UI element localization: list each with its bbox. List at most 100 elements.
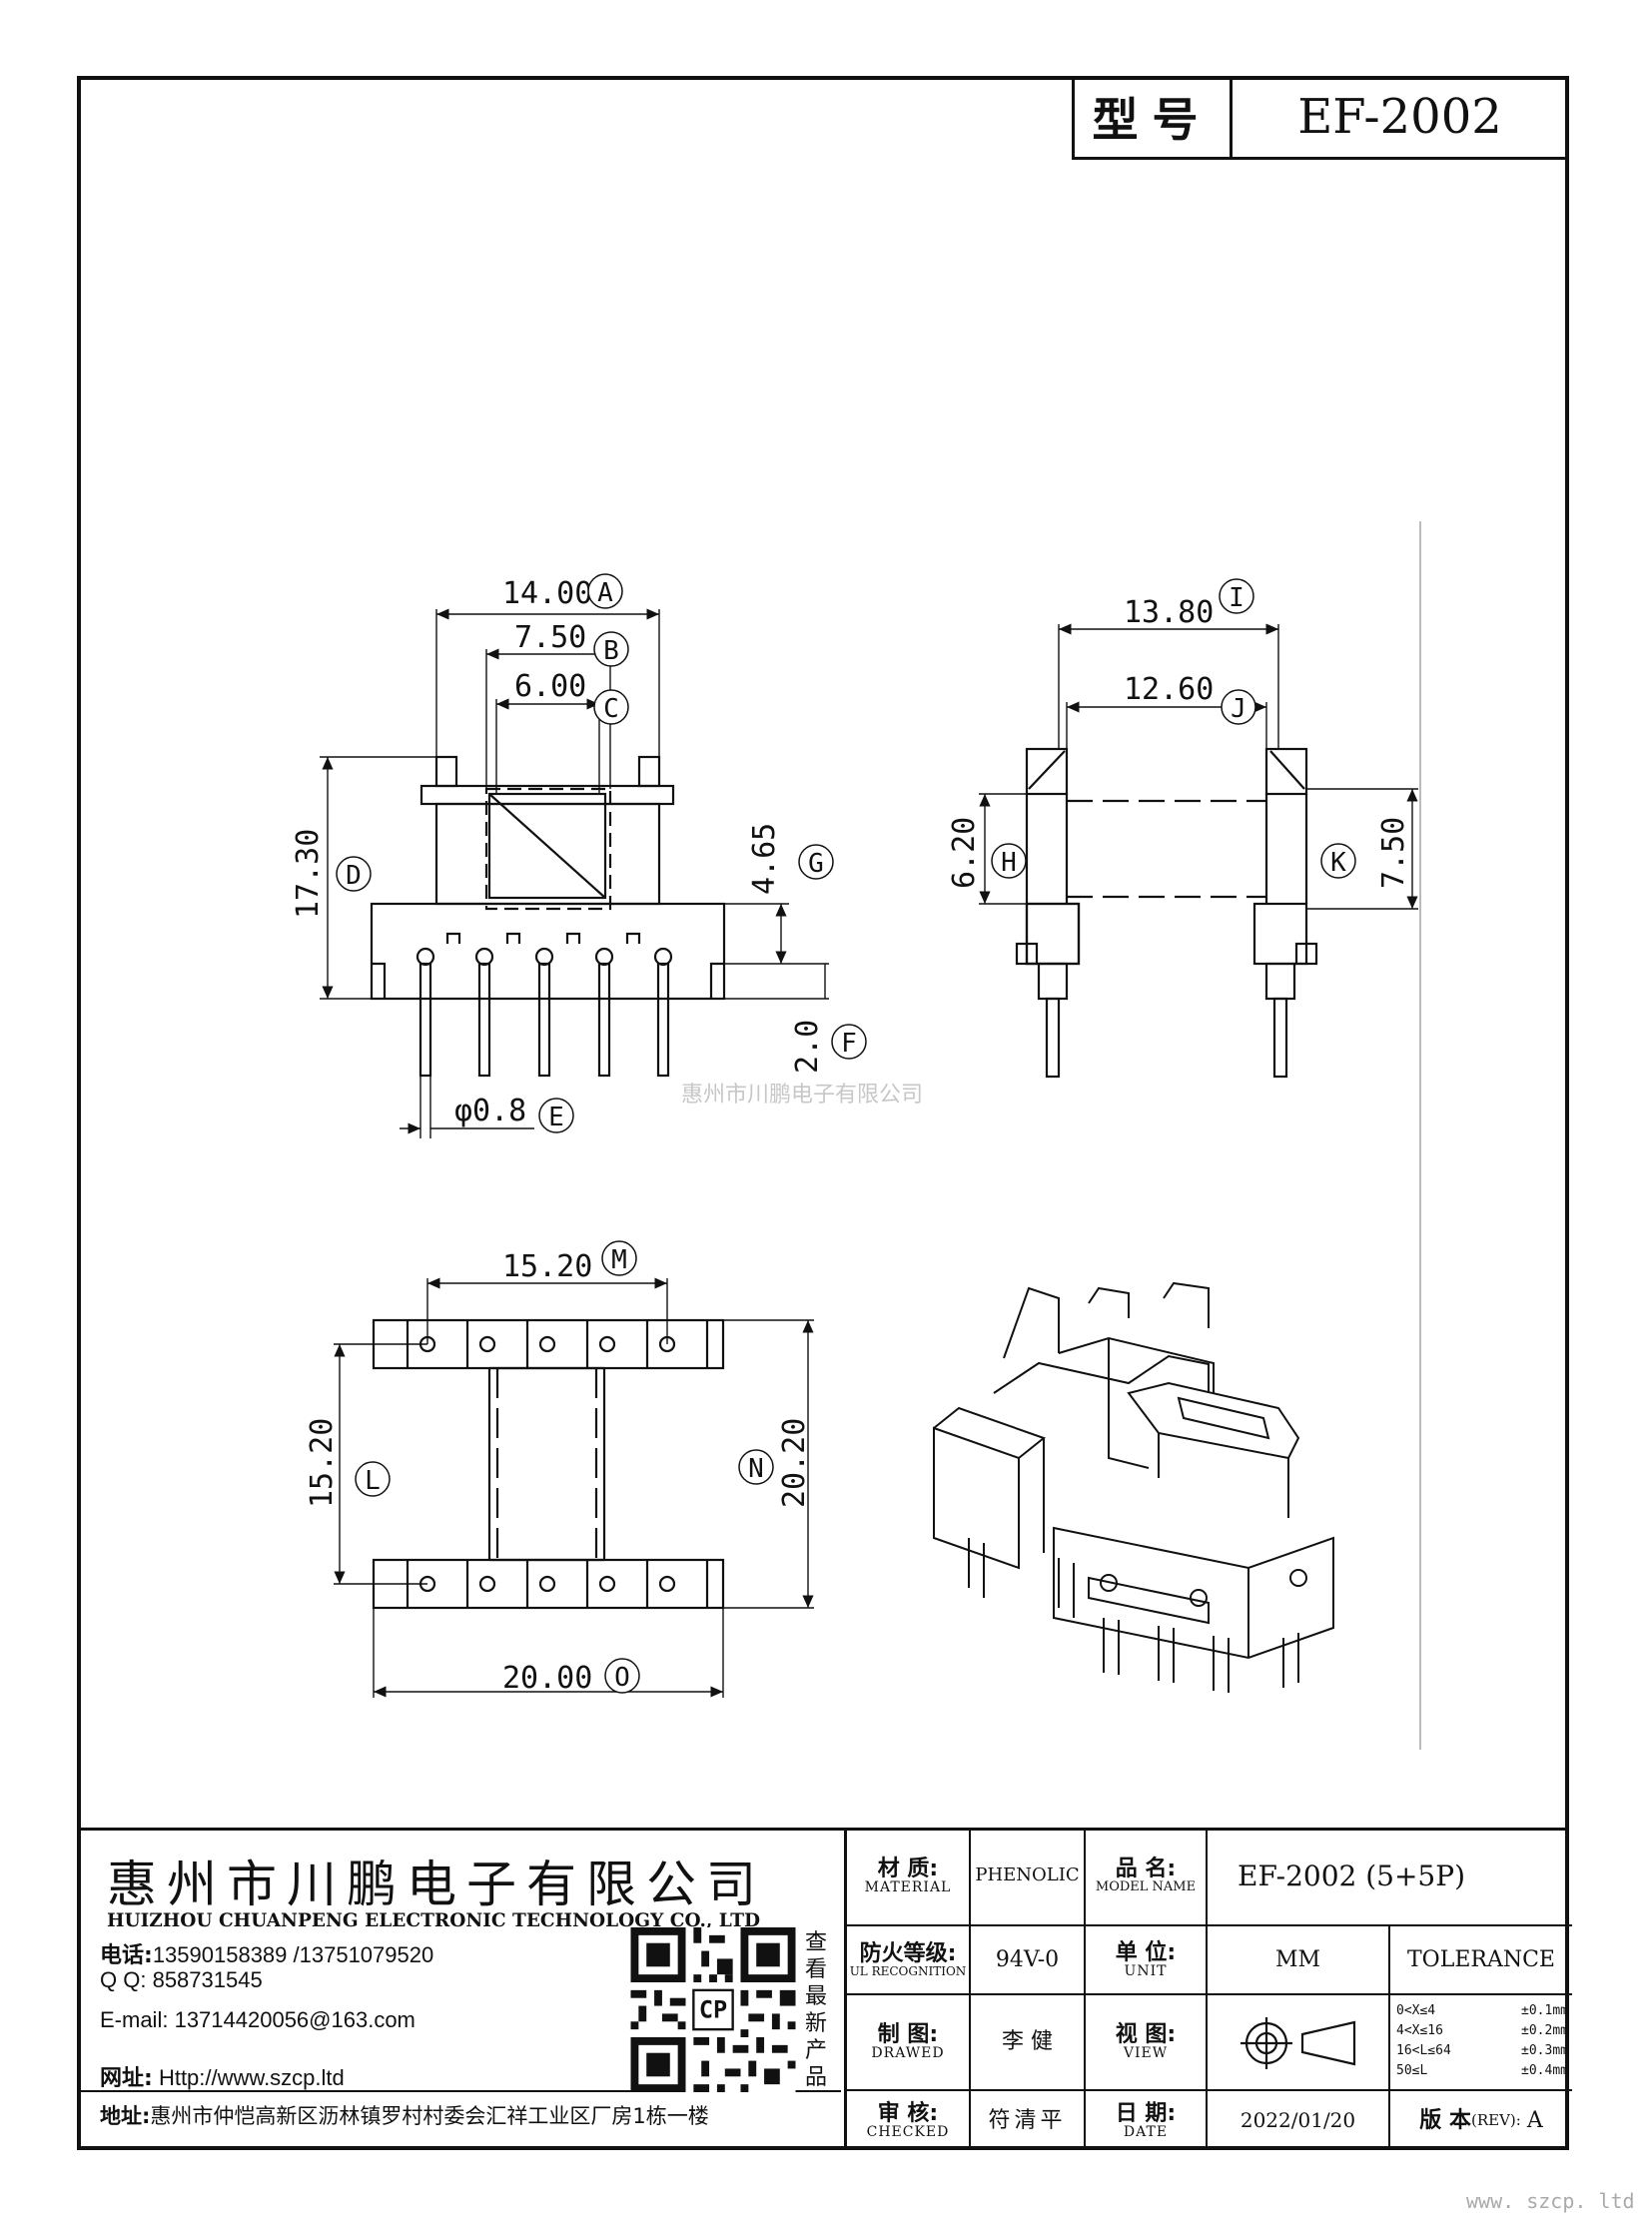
svg-text:D: D <box>346 861 362 891</box>
ul-value: 94V-0 <box>995 1946 1060 1972</box>
svg-text:O: O <box>614 1663 630 1693</box>
tolerance-row: 4<X≤16±0.2mm <box>1396 2023 1568 2038</box>
drawing-frame <box>77 76 1569 2150</box>
phone-label: 电话: <box>100 1943 153 1968</box>
marker-e: E <box>538 1098 574 1133</box>
date-label: 日 期:DATE <box>1115 2100 1177 2140</box>
watermark-company: 惠州市川鹏电子有限公司 <box>681 1083 924 1108</box>
checked-value: 符清平 <box>988 2107 1067 2133</box>
checked-label: 审 核:CHECKED <box>866 2100 950 2140</box>
projection-symbol-icon <box>1240 2017 1356 2069</box>
dim-f-value: 2.0 <box>790 1020 825 1074</box>
dim-j-value: 12.60 <box>1124 672 1214 707</box>
address-divider <box>80 2090 841 2092</box>
marker-n: N <box>738 1449 774 1485</box>
model-header-box: 型号 EF-2002 <box>1072 76 1569 160</box>
svg-text:H: H <box>1001 848 1017 878</box>
marker-l: L <box>355 1461 391 1497</box>
svg-text:B: B <box>603 636 619 666</box>
model-header-label: 型号 <box>1075 76 1233 157</box>
date-value: 2022/01/20 <box>1239 2108 1356 2132</box>
title-block: 惠州市川鹏电子有限公司 HUIZHOU CHUANPENG ELECTRONIC… <box>77 1828 1569 2150</box>
side-view <box>1015 747 1318 1079</box>
footer-url: www. szcp. ltd <box>1466 2189 1635 2213</box>
marker-c: C <box>593 689 629 725</box>
svg-text:N: N <box>748 1454 764 1484</box>
marker-f: F <box>831 1024 867 1060</box>
svg-text:G: G <box>808 849 824 879</box>
dim-e-value: φ0.8 <box>454 1094 526 1128</box>
phone-value: 13590158389 /13751079520 <box>152 1942 434 1967</box>
marker-b: B <box>593 631 629 667</box>
material-value: PHENOLIC <box>975 1864 1080 1886</box>
unit-label: 单 位:UNIT <box>1115 1939 1177 1979</box>
dim-o-value: 20.00 <box>502 1661 592 1696</box>
dim-l-value: 15.20 <box>305 1418 340 1508</box>
company-email: E-mail: 13714420056@163.com <box>100 2007 415 2033</box>
dim-m-value: 15.20 <box>502 1249 592 1284</box>
revision-cell: 版 本 (REV): A <box>1390 2091 1572 2150</box>
company-qq: Q Q: 858731545 <box>100 1967 263 1993</box>
qq-label: Q Q: <box>100 1967 147 1992</box>
marker-g: G <box>798 844 834 880</box>
qq-value: 858731545 <box>152 1967 263 1992</box>
svg-text:L: L <box>365 1466 381 1496</box>
model-name-label: 品 名:MODEL NAME <box>1095 1857 1197 1895</box>
svg-text:F: F <box>841 1029 857 1059</box>
marker-a: A <box>587 573 623 609</box>
dimension-markers: A B C D G F E I J H K M L N O <box>336 573 1356 1694</box>
drawn-value: 李 健 <box>1002 2029 1053 2055</box>
revision-value: A <box>1526 2107 1543 2133</box>
qr-caption-char-1: 查 <box>805 1930 828 1955</box>
svg-text:C: C <box>603 694 619 724</box>
company-name-en: HUIZHOU CHUANPENG ELECTRONIC TECHNOLOGY … <box>107 1910 761 1931</box>
tolerance-row: 16<L≤64±0.3mm <box>1396 2043 1568 2058</box>
svg-text:A: A <box>597 578 613 608</box>
dim-c-value: 6.00 <box>514 669 586 704</box>
model-header-value: EF-2002 <box>1297 88 1502 145</box>
marker-j: J <box>1221 689 1256 725</box>
isometric-view <box>933 1281 1334 1693</box>
bottom-view <box>372 1318 725 1610</box>
company-website: 网址: Http://www.szcp.ltd <box>100 2060 345 2092</box>
revision-label: 版 本 <box>1419 2107 1471 2133</box>
addr-value: 惠州市仲恺高新区沥林镇罗村村委会汇祥工业区厂房1栋一楼 <box>150 2104 709 2128</box>
qr-caption-char-6: 品 <box>805 2065 828 2090</box>
unit-value: MM <box>1274 1946 1321 1972</box>
qr-caption-char-3: 最 <box>805 1984 828 2009</box>
tolerance-header: TOLERANCE <box>1407 1946 1555 1972</box>
dim-b-value: 7.50 <box>514 620 586 655</box>
qr-caption-char-5: 产 <box>805 2038 828 2063</box>
web-value: Http://www.szcp.ltd <box>158 2065 345 2090</box>
email-value: 13714420056@163.com <box>174 2007 415 2032</box>
dim-h-value: 6.20 <box>947 817 982 889</box>
company-name-cn: 惠州市川鹏电子有限公司 <box>107 1856 766 1913</box>
marker-o: O <box>604 1658 640 1694</box>
model-name-value: EF-2002 (5+5P) <box>1238 1858 1466 1892</box>
marker-i: I <box>1219 578 1254 614</box>
marker-m: M <box>601 1240 637 1276</box>
web-label: 网址: <box>100 2066 153 2091</box>
qr-caption-char-4: 新 <box>805 2011 828 2036</box>
spec-grid: 材 质:MATERIAL PHENOLIC 品 名:MODEL NAME EF-… <box>844 1828 1572 2150</box>
svg-text:K: K <box>1330 848 1346 878</box>
marker-d: D <box>336 856 372 892</box>
email-label: E-mail: <box>100 2007 169 2032</box>
view-label: 视 图:VIEW <box>1115 2022 1177 2062</box>
bottom-pin-pads <box>406 1320 709 1608</box>
marker-k: K <box>1320 843 1356 879</box>
ul-label: 防火等级:UL RECOGNITION <box>849 1940 967 1978</box>
addr-label: 地址: <box>100 2104 151 2128</box>
dim-n-value: 20.20 <box>777 1418 812 1508</box>
bottom-dimensions <box>334 1277 814 1698</box>
revision-label-en: (REV): <box>1470 2110 1521 2129</box>
tolerance-table: 0<X≤4±0.1mm 4<X≤16±0.2mm 16<L≤64±0.3mm 5… <box>1396 2001 1568 2081</box>
dimension-labels: 14.00 7.50 6.00 17.30 4.65 2.0 φ0.8 13.8… <box>291 576 1411 1696</box>
dim-i-value: 13.80 <box>1124 595 1214 630</box>
front-dimensions <box>320 608 829 1138</box>
dim-d-value: 17.30 <box>291 829 326 919</box>
company-phone: 电话:13590158389 /13751079520 <box>100 1937 433 1969</box>
front-pins <box>418 962 670 1078</box>
svg-text:M: M <box>611 1245 627 1275</box>
